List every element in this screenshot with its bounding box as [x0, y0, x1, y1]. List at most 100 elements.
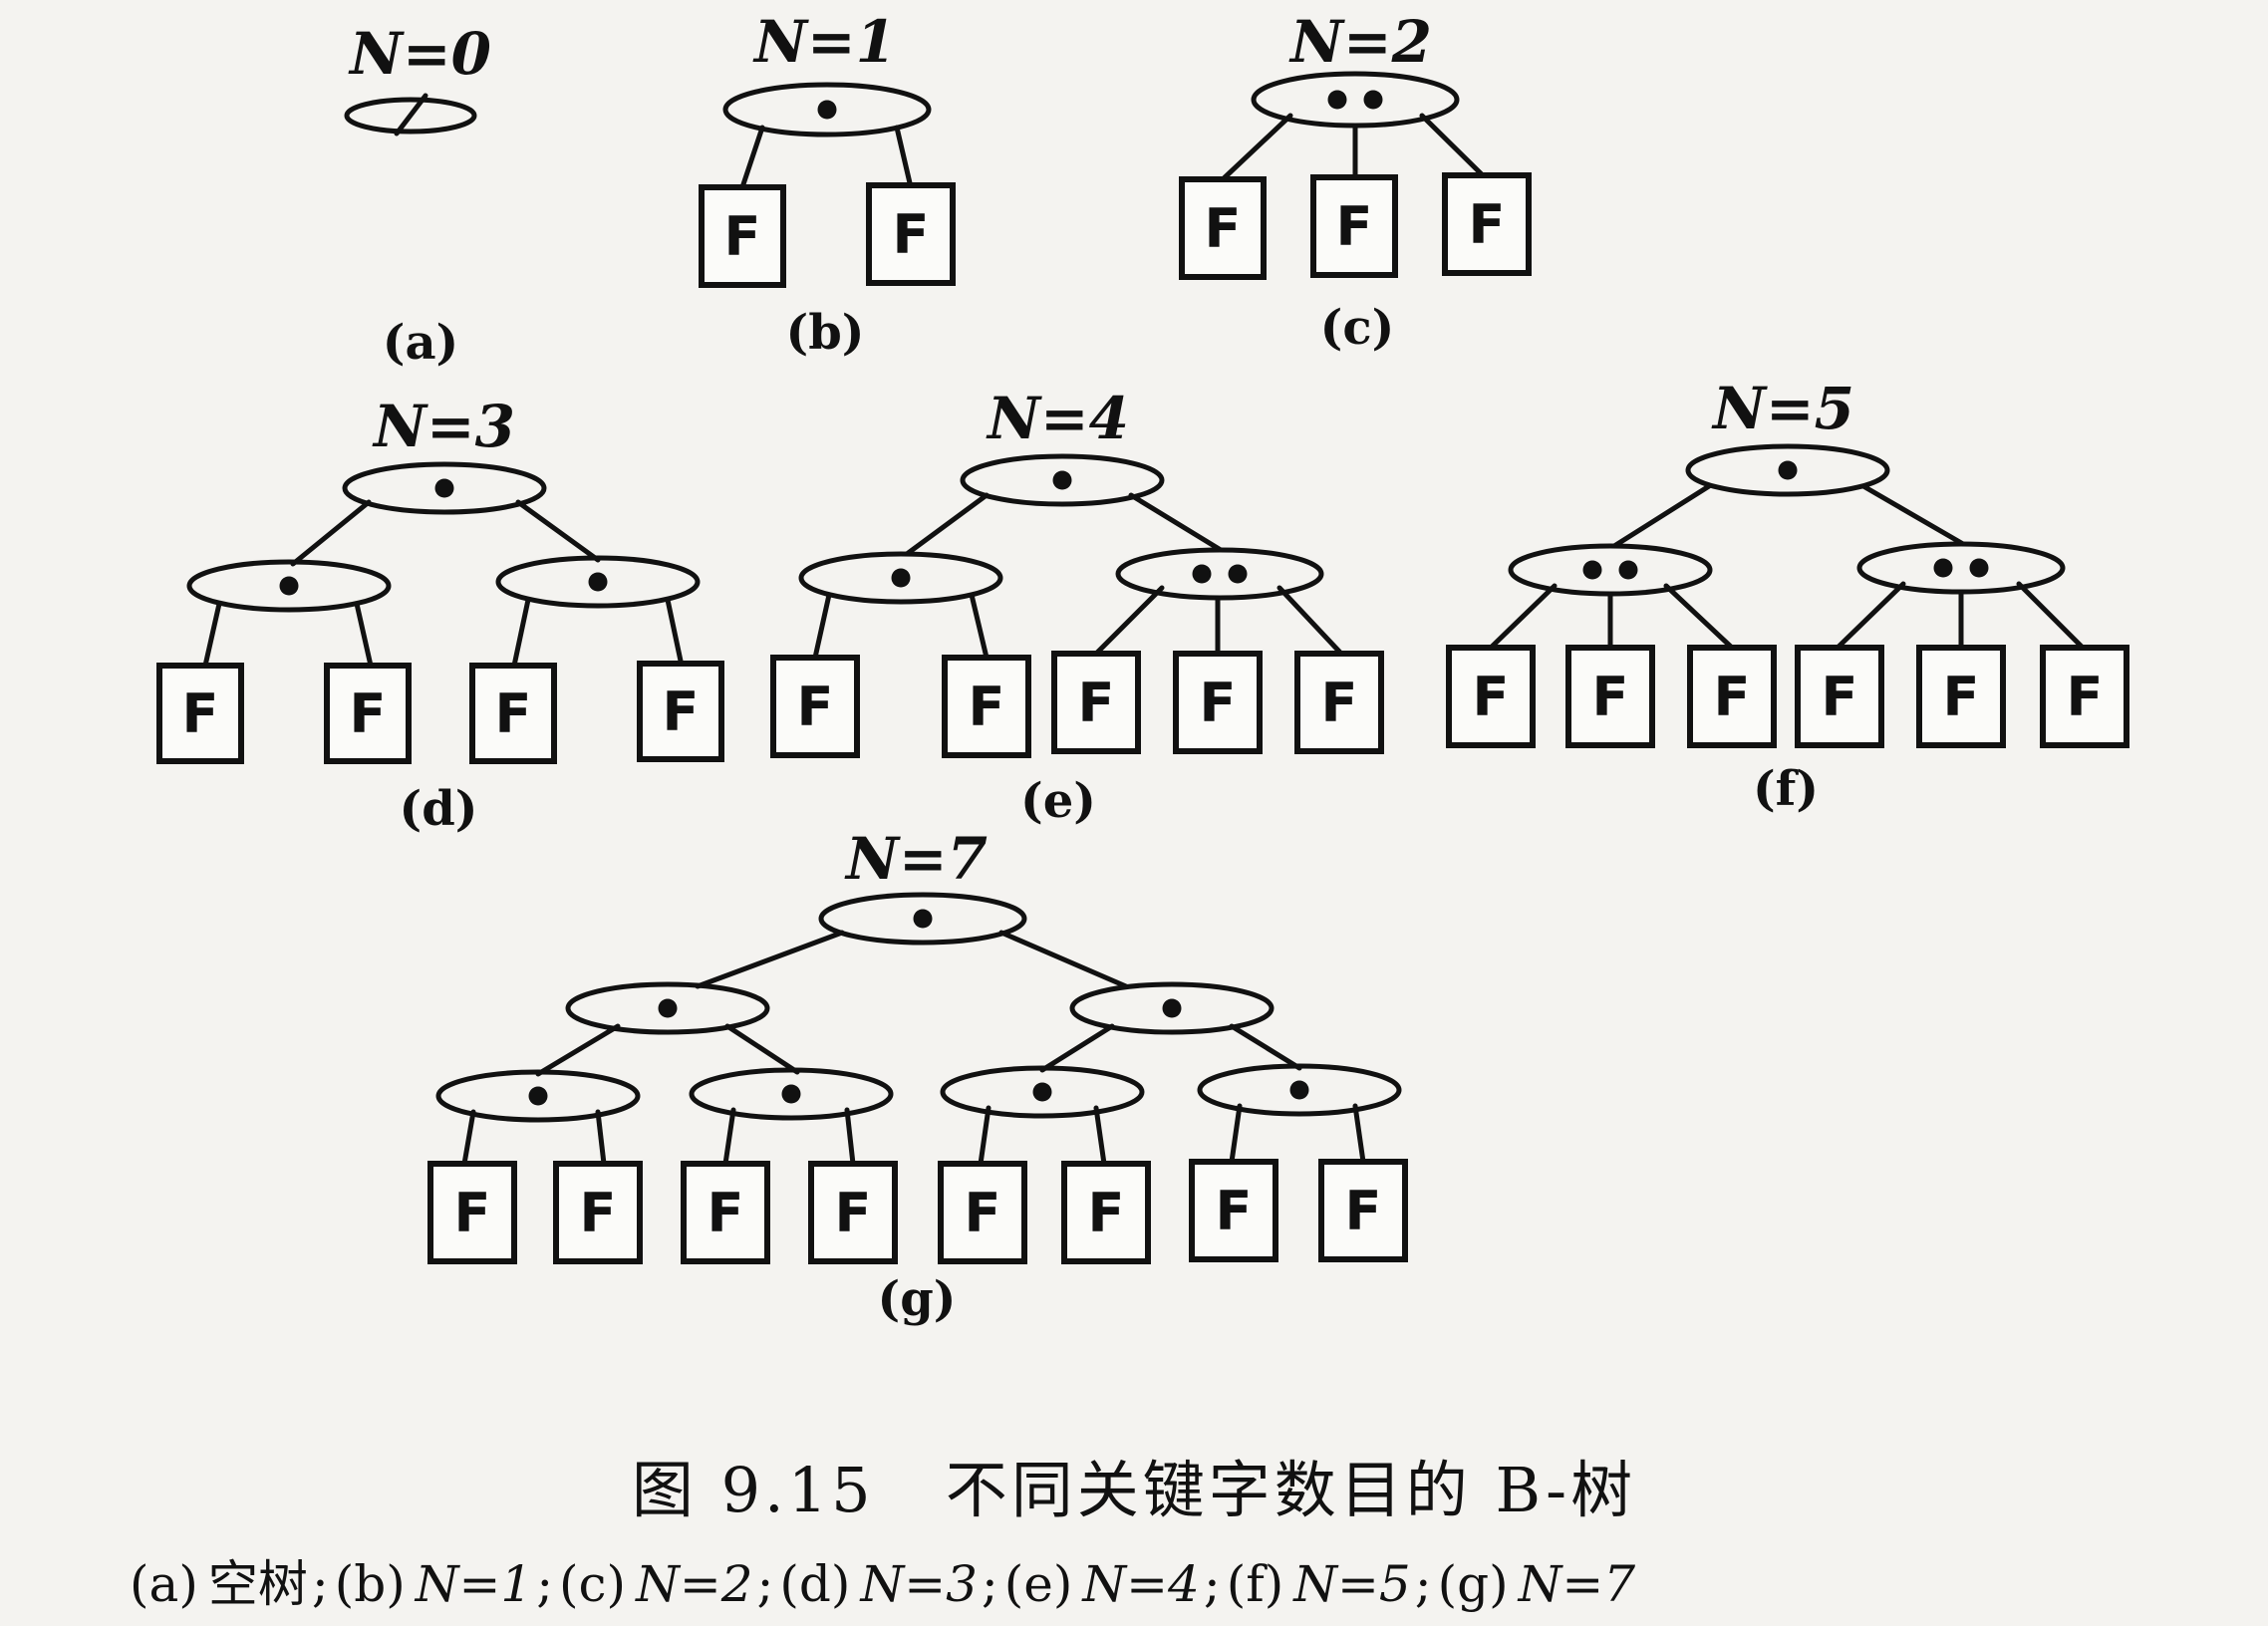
key-dot [1289, 1080, 1309, 1100]
tree-edge [695, 930, 845, 989]
tree-edge [978, 1105, 992, 1167]
leaf-box [1294, 651, 1384, 754]
leaf-box [1179, 176, 1267, 280]
tree-edge [969, 592, 990, 661]
key-dot [1192, 564, 1212, 584]
key-dot [528, 1086, 548, 1106]
leaf-label: F [580, 1182, 617, 1244]
empty-slash [394, 93, 428, 136]
btree-node [960, 453, 1165, 507]
tree-edge [1229, 1023, 1302, 1071]
tree-edge [202, 601, 222, 669]
tree-edge [1128, 492, 1224, 553]
tree-edge [724, 1023, 800, 1075]
legend-text: 空树 [207, 1555, 308, 1613]
tree-edge [1835, 581, 1906, 651]
leaf-box [938, 1161, 1027, 1264]
panel-label: (a) [383, 315, 459, 371]
key-dot [781, 1084, 801, 1104]
tree-edge [1039, 1023, 1115, 1073]
leaf-label: F [797, 676, 834, 738]
n-label: N=1 [752, 8, 896, 76]
btree-node [565, 981, 770, 1035]
leaf-box [1916, 645, 2006, 748]
panel-label: (c) [1320, 300, 1395, 356]
panel-label: (d) [400, 781, 478, 837]
key-dot [279, 576, 299, 596]
leaf-box [1442, 172, 1532, 276]
tree-edge [515, 499, 601, 563]
figure-number: 图 9.15 [631, 1454, 875, 1526]
leaf-label: F [1943, 666, 1980, 728]
key-dot [913, 909, 933, 929]
n-label: N=2 [1288, 8, 1432, 76]
leaf-label: F [1200, 672, 1237, 734]
legend-separator: ; [536, 1555, 554, 1613]
legend-text: N=1 [415, 1555, 533, 1613]
tree-edge [1611, 483, 1712, 549]
leaf-label: F [1336, 195, 1373, 258]
legend-separator: ; [981, 1555, 998, 1613]
legend-text: N=3 [860, 1555, 978, 1613]
btree-node [818, 892, 1027, 946]
leaf-box [681, 1161, 770, 1264]
tree-edge [904, 492, 990, 557]
btree-node [1508, 543, 1713, 597]
leaf-box [2040, 645, 2129, 748]
tree-edge [1860, 483, 1966, 547]
leaf-box [942, 655, 1031, 758]
leaf-label: F [965, 1182, 1001, 1244]
leaf-label: F [663, 680, 700, 743]
leaf-label: F [1088, 1182, 1125, 1244]
leaf-label: F [1592, 666, 1629, 728]
leaf-label: F [1714, 666, 1751, 728]
leaf-label: F [893, 203, 930, 266]
figure-title: 不同关键字数目的 B-树 [945, 1454, 1637, 1526]
panel-label: (b) [786, 305, 865, 361]
leaf-box [427, 1161, 517, 1264]
panel-label: (g) [878, 1271, 957, 1327]
btree-node [798, 551, 1003, 605]
leaf-box [1051, 651, 1141, 754]
key-dot [1618, 560, 1638, 580]
leaf-box [156, 663, 244, 764]
key-dot [1969, 558, 1989, 578]
tree-edge [1093, 1105, 1107, 1167]
empty-node [344, 97, 477, 135]
tree-edge [1093, 585, 1165, 657]
panel-a: N=0 (a) [344, 20, 491, 371]
leaf-box [469, 663, 557, 764]
legend-tag: (b) [334, 1555, 406, 1613]
leaf-label: F [454, 1182, 491, 1244]
leaf-box [1061, 1161, 1151, 1264]
btree-node [186, 559, 392, 613]
btree-node [1069, 981, 1275, 1035]
legend-tag: (d) [779, 1555, 851, 1613]
btree-node [1856, 541, 2066, 595]
legend-tag: (e) [1003, 1555, 1073, 1613]
btree-node [1685, 443, 1890, 497]
n-label: N=0 [348, 20, 491, 88]
leaf-label: F [1345, 1180, 1382, 1242]
legend-tag: (g) [1437, 1555, 1509, 1613]
figure-caption: 图 9.15 不同关键字数目的 B-树 [0, 1440, 2268, 1529]
tree-edge [1663, 583, 1735, 651]
leaf-label: F [350, 682, 387, 745]
leaf-label: F [835, 1182, 872, 1244]
key-dot [1582, 560, 1602, 580]
key-dot [817, 100, 837, 120]
tree-edge [812, 592, 832, 661]
legend-tag: (f) [1226, 1555, 1284, 1613]
leaf-box [1446, 645, 1536, 748]
panel-label: (e) [1020, 773, 1096, 829]
panel-label: (f) [1753, 761, 1819, 817]
n-label: N=5 [1711, 375, 1854, 442]
leaf-box [1189, 1159, 1278, 1262]
tree-edge [1488, 583, 1558, 651]
legend-separator: ; [756, 1555, 774, 1613]
btree-node [722, 82, 932, 137]
key-dot [1228, 564, 1248, 584]
